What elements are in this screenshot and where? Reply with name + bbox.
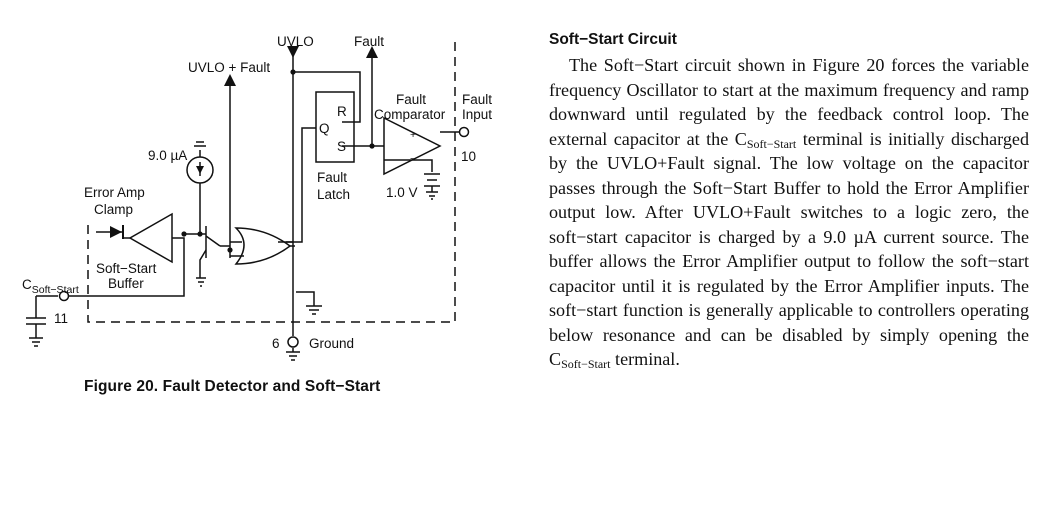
article-column: Soft−Start Circuit The Soft−Start circui…: [549, 31, 1029, 372]
uvlo-plus-fault-arrow: [224, 74, 236, 86]
internal-ground: [296, 291, 322, 315]
uvlo-arrow: [287, 46, 299, 58]
uvlo-to-r-wire: [293, 71, 361, 123]
error-amp-clamp-label-line2: Clamp: [94, 202, 133, 217]
clamp-diode: [110, 226, 122, 238]
pin-11-terminal: [58, 290, 70, 302]
uvlo-plus-fault-label: UVLO + Fault: [188, 60, 270, 75]
comparator-plus: +: [410, 129, 416, 141]
fault-latch-label-line2: Latch: [317, 187, 350, 202]
section-heading: Soft−Start Circuit: [549, 31, 677, 48]
ref-wire: [384, 159, 433, 172]
figure-caption: Figure 20. Fault Detector and Soft−Start: [84, 378, 381, 395]
fault-detector-figure: UVLO Fault UVLO + Fault R Q S Fault Comp…: [0, 0, 520, 420]
latch-q-label: Q: [319, 121, 330, 136]
pin-10-terminal: [458, 126, 470, 138]
ground-pin: [286, 300, 300, 361]
or-inputs: [230, 241, 244, 257]
csoft-start-label: CSoft−Start: [22, 277, 79, 296]
soft-start-buffer-label-line1: Soft−Start: [96, 261, 157, 276]
fault-input-label-line2: Input: [462, 107, 492, 122]
comparator-minus: −: [410, 153, 416, 165]
body-paragraph: The Soft−Start circuit shown in Figure 2…: [549, 55, 1029, 371]
error-amp-clamp-label-line1: Error Amp: [84, 185, 145, 200]
latch-s-label: S: [337, 139, 346, 154]
fault-arrow: [366, 46, 378, 58]
fault-latch-label-line1: Fault: [317, 170, 347, 185]
soft-start-capacitor: [26, 295, 58, 347]
latch-r-label: R: [337, 104, 347, 119]
voltage-ref-symbol: [424, 173, 440, 200]
pin-6-terminal: [287, 336, 299, 348]
fault-comparator-label-line1: Fault: [396, 92, 426, 107]
buffer-output-wire: [64, 237, 185, 297]
pin-6-label: 6: [272, 336, 280, 351]
current-source-label: 9.0 µA: [148, 148, 187, 163]
ic-boundary: [87, 40, 456, 323]
or-gate: [234, 227, 292, 265]
soft-start-buffer-label-line2: Buffer: [108, 276, 144, 291]
fault-comparator-label-line2: Comparator: [374, 107, 446, 122]
uvlo-label: UVLO: [277, 34, 314, 49]
pin-10-label: 10: [461, 149, 476, 164]
fault-latch-box: [315, 91, 355, 163]
pin-11-label: 11: [54, 311, 68, 326]
ground-label: Ground: [309, 336, 354, 351]
junction-dot: [290, 69, 296, 75]
fault-label: Fault: [354, 34, 384, 49]
fault-input-label-line1: Fault: [462, 92, 492, 107]
q-to-or-wire: [278, 127, 316, 243]
voltage-ref-label: 1.0 V: [386, 185, 418, 200]
circuit-schematic: UVLO Fault UVLO + Fault R Q S Fault Comp…: [22, 34, 492, 361]
soft-start-buffer: [128, 212, 173, 264]
